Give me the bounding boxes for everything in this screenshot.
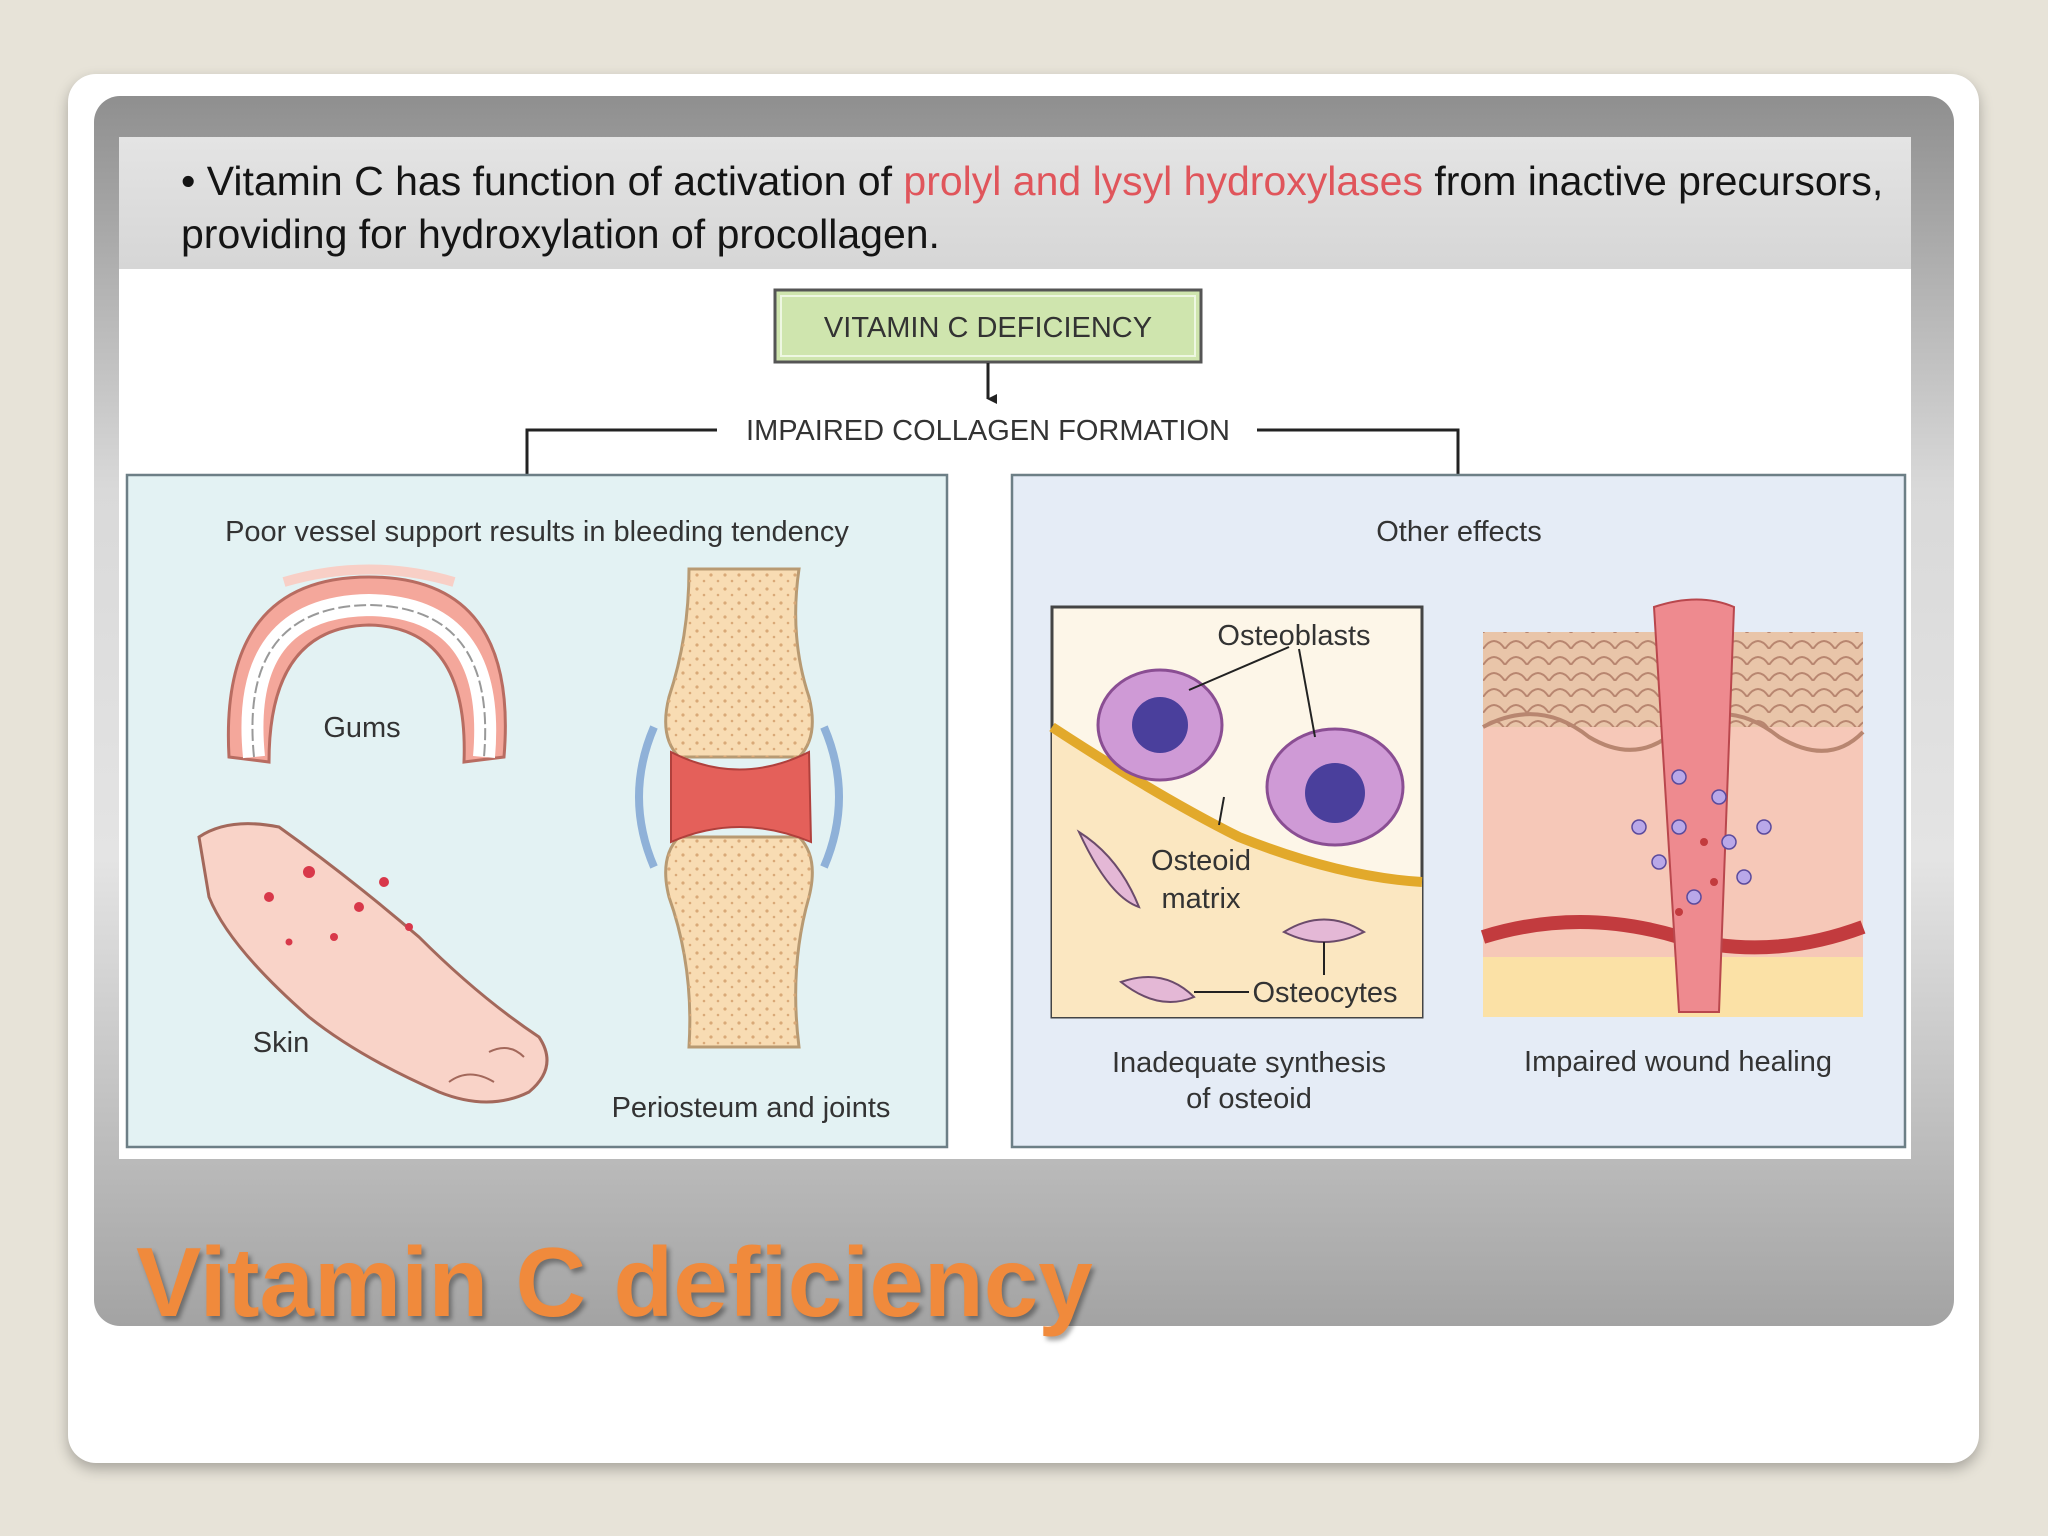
bullet-mark: • (181, 158, 196, 204)
wound-healing-illustration (1480, 598, 1866, 1017)
joint-illustration (635, 567, 843, 1049)
bullet-text: • Vitamin C has function of activation o… (181, 155, 1901, 261)
osteoid-caption-line-2: of osteoid (1186, 1083, 1312, 1115)
osteoid-matrix-label: matrix (1162, 883, 1241, 915)
enzyme-highlight: prolyl and lysyl hydroxylases (903, 158, 1423, 204)
vitamin-c-deficiency-label: VITAMIN C DEFICIENCY (824, 312, 1152, 344)
bullet-text-start: Vitamin C has function of activation of (206, 158, 892, 204)
right-panel-title: Other effects (1376, 516, 1542, 548)
gums-label: Gums (323, 712, 400, 744)
slide-title: Vitamin C deficiency (136, 1227, 1093, 1337)
left-panel-bleeding: Poor vessel support results in bleeding … (125, 473, 949, 1149)
bullet-text-end: from inactive precursors, providing for … (181, 158, 1884, 257)
osteoblasts-label: Osteoblasts (1217, 620, 1370, 652)
gums-illustration (226, 564, 507, 764)
vitamin-c-deficiency-box: VITAMIN C DEFICIENCY (773, 288, 1203, 364)
right-panel-other-effects: Other effects Osteoblasts Osteo (1010, 473, 1907, 1149)
osteocytes-label: Osteocytes (1252, 977, 1397, 1009)
skin-foot-illustration (197, 822, 549, 1104)
impaired-collagen-label: IMPAIRED COLLAGEN FORMATION (746, 415, 1230, 447)
figure-header (119, 137, 1911, 269)
collagen-diagram: VITAMIN C DEFICIENCY IMPAIRED COLLAGEN F… (125, 288, 1907, 1149)
osteoid-caption-line-1: Inadequate synthesis (1112, 1047, 1386, 1079)
diagram-figure: • Vitamin C has function of activation o… (119, 137, 1911, 1159)
skin-label: Skin (253, 1027, 309, 1059)
osteoid-label: Osteoid (1151, 845, 1251, 877)
wound-healing-label: Impaired wound healing (1524, 1046, 1832, 1078)
left-panel-title: Poor vessel support results in bleeding … (225, 516, 849, 548)
osteoid-inset (1049, 605, 1424, 1019)
periosteum-joints-label: Periosteum and joints (612, 1092, 891, 1124)
